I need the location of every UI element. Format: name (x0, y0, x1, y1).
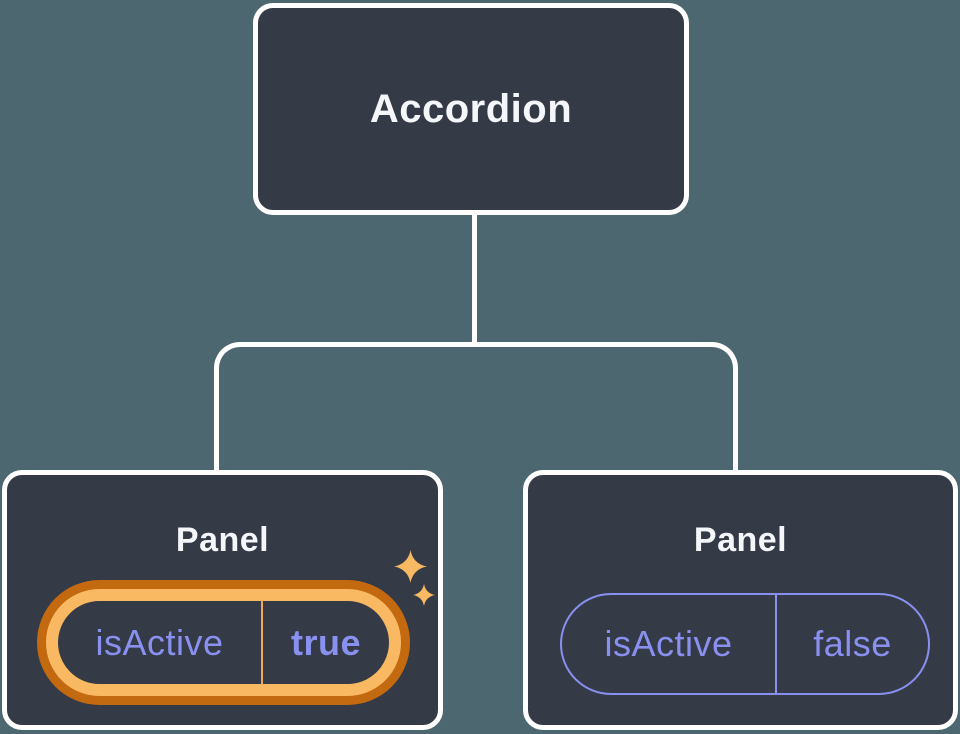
connector-bracket (214, 342, 738, 470)
prop-name-label: isActive (95, 621, 224, 663)
prop-pill-divider (775, 595, 777, 693)
sparkle-icon (394, 550, 427, 583)
panel-node-label: Panel (693, 521, 788, 559)
prop-value-label: true (290, 621, 361, 663)
prop-pill-active: isActive true (46, 589, 401, 696)
prop-pill-inactive: isActive false (560, 593, 930, 695)
accordion-node-label: Accordion (369, 86, 573, 131)
panel-node-active: Panel isActive true (2, 470, 443, 730)
panel-node-inactive: Panel isActive false (523, 470, 958, 730)
accordion-node: Accordion (253, 3, 689, 215)
prop-pill-divider (261, 601, 263, 684)
panel-node-label: Panel (175, 521, 270, 559)
prop-value-label: false (813, 623, 892, 664)
prop-name-label: isActive (604, 623, 733, 664)
connector-stem (472, 213, 477, 345)
sparkle-icon (413, 584, 435, 606)
